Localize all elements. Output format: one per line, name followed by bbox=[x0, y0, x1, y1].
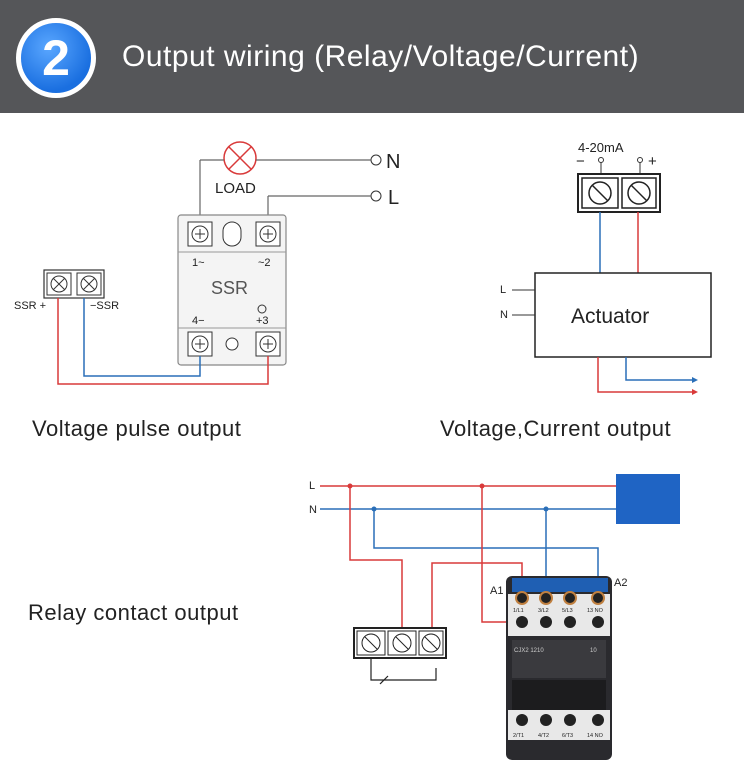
contactor bbox=[506, 576, 612, 760]
contactor-bottom-terminal-3: 6/T3 bbox=[562, 733, 573, 739]
ssr-terminal-4: 4− bbox=[192, 315, 205, 327]
relay-neutral-label: N bbox=[309, 504, 317, 516]
ssr-label: SSR bbox=[211, 278, 248, 298]
contactor-top-terminal-2: 3/L2 bbox=[538, 608, 549, 614]
contactor-model-label: CJX2 1210 bbox=[514, 648, 544, 654]
load-label: LOAD bbox=[215, 180, 256, 197]
contactor-bottom-terminal-1: 2/T1 bbox=[513, 733, 524, 739]
ssr-neutral-label: N bbox=[386, 151, 400, 173]
relay-output-diagram: L N A1 A2 1/L bbox=[309, 474, 680, 760]
load-box bbox=[616, 474, 680, 524]
voltage-pulse-diagram: LOAD 1~ ~2 SSR 4− +3 SSR + −SSR bbox=[14, 141, 372, 385]
actuator-neutral-label: N bbox=[500, 309, 508, 321]
contactor-top-terminal-1: 1/L1 bbox=[513, 608, 524, 614]
current-output-caption: Voltage,Current output bbox=[440, 416, 672, 441]
relay-output-caption: Relay contact output bbox=[28, 600, 239, 625]
ssr-plus-label: SSR + bbox=[14, 300, 46, 312]
step-badge: 2 bbox=[16, 18, 96, 98]
current-plus-sign: + bbox=[648, 153, 657, 170]
current-output-diagram: 4-20mA − + Actuator L N bbox=[500, 140, 712, 395]
voltage-pulse-caption: Voltage pulse output bbox=[32, 416, 242, 441]
ssr-terminal-2: ~2 bbox=[258, 257, 271, 269]
ssr-terminal-3: +3 bbox=[256, 315, 269, 327]
contactor-top-terminal-4: 13 NO bbox=[587, 608, 604, 614]
header-banner: 2 Output wiring (Relay/Voltage/Current) bbox=[0, 0, 744, 113]
contactor-bottom-terminal-4: 14 NO bbox=[587, 733, 604, 739]
current-range-label: 4-20mA bbox=[578, 140, 624, 155]
current-minus-sign: − bbox=[576, 153, 585, 170]
contactor-bottom-terminal-2: 4/T2 bbox=[538, 733, 549, 739]
lamp-icon bbox=[223, 141, 257, 175]
actuator-box bbox=[534, 272, 712, 358]
ssr-terminal-1: 1~ bbox=[192, 257, 205, 269]
ssr-line-label: L bbox=[388, 187, 399, 209]
ssr-supply-terminals: N L bbox=[360, 151, 400, 209]
relay-a1-label: A1 bbox=[490, 585, 503, 597]
relay-a2-label: A2 bbox=[614, 577, 627, 589]
page-title: Output wiring (Relay/Voltage/Current) bbox=[122, 40, 640, 73]
contactor-top-terminal-3: 5/L3 bbox=[562, 608, 573, 614]
contactor-aux-label: 10 bbox=[590, 648, 597, 654]
ssr-minus-label: −SSR bbox=[90, 300, 119, 312]
actuator-line-label: L bbox=[500, 284, 506, 296]
relay-line-label: L bbox=[309, 480, 315, 492]
actuator-label: Actuator bbox=[571, 305, 649, 328]
